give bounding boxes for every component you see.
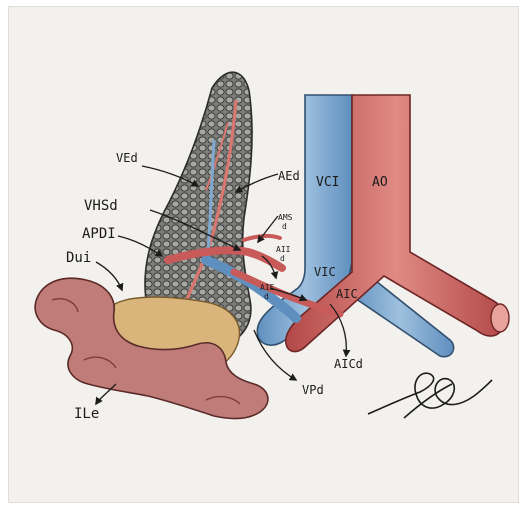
label-vci: VCI xyxy=(316,175,339,190)
signature-scribble xyxy=(368,373,492,418)
label-aed: AEd xyxy=(278,169,300,183)
label-aie-d: d xyxy=(264,292,269,301)
label-vic: VIC xyxy=(314,265,336,279)
label-dui: Dui xyxy=(66,250,91,266)
label-ao: AO xyxy=(372,175,388,190)
label-ile: ILe xyxy=(74,406,99,422)
label-ved: VEd xyxy=(116,151,138,165)
label-aie: AIE xyxy=(260,283,275,292)
label-aii: AII xyxy=(276,245,291,254)
label-vpd: VPd xyxy=(302,383,324,397)
label-ams: AMS xyxy=(278,213,293,222)
label-ams-d: d xyxy=(282,222,287,231)
label-aic: AIC xyxy=(336,287,358,301)
label-apdi: APDI xyxy=(82,226,116,242)
label-aii-d: d xyxy=(280,254,285,263)
label-aicd: AICd xyxy=(334,357,363,371)
label-vhsd: VHSd xyxy=(84,198,118,214)
